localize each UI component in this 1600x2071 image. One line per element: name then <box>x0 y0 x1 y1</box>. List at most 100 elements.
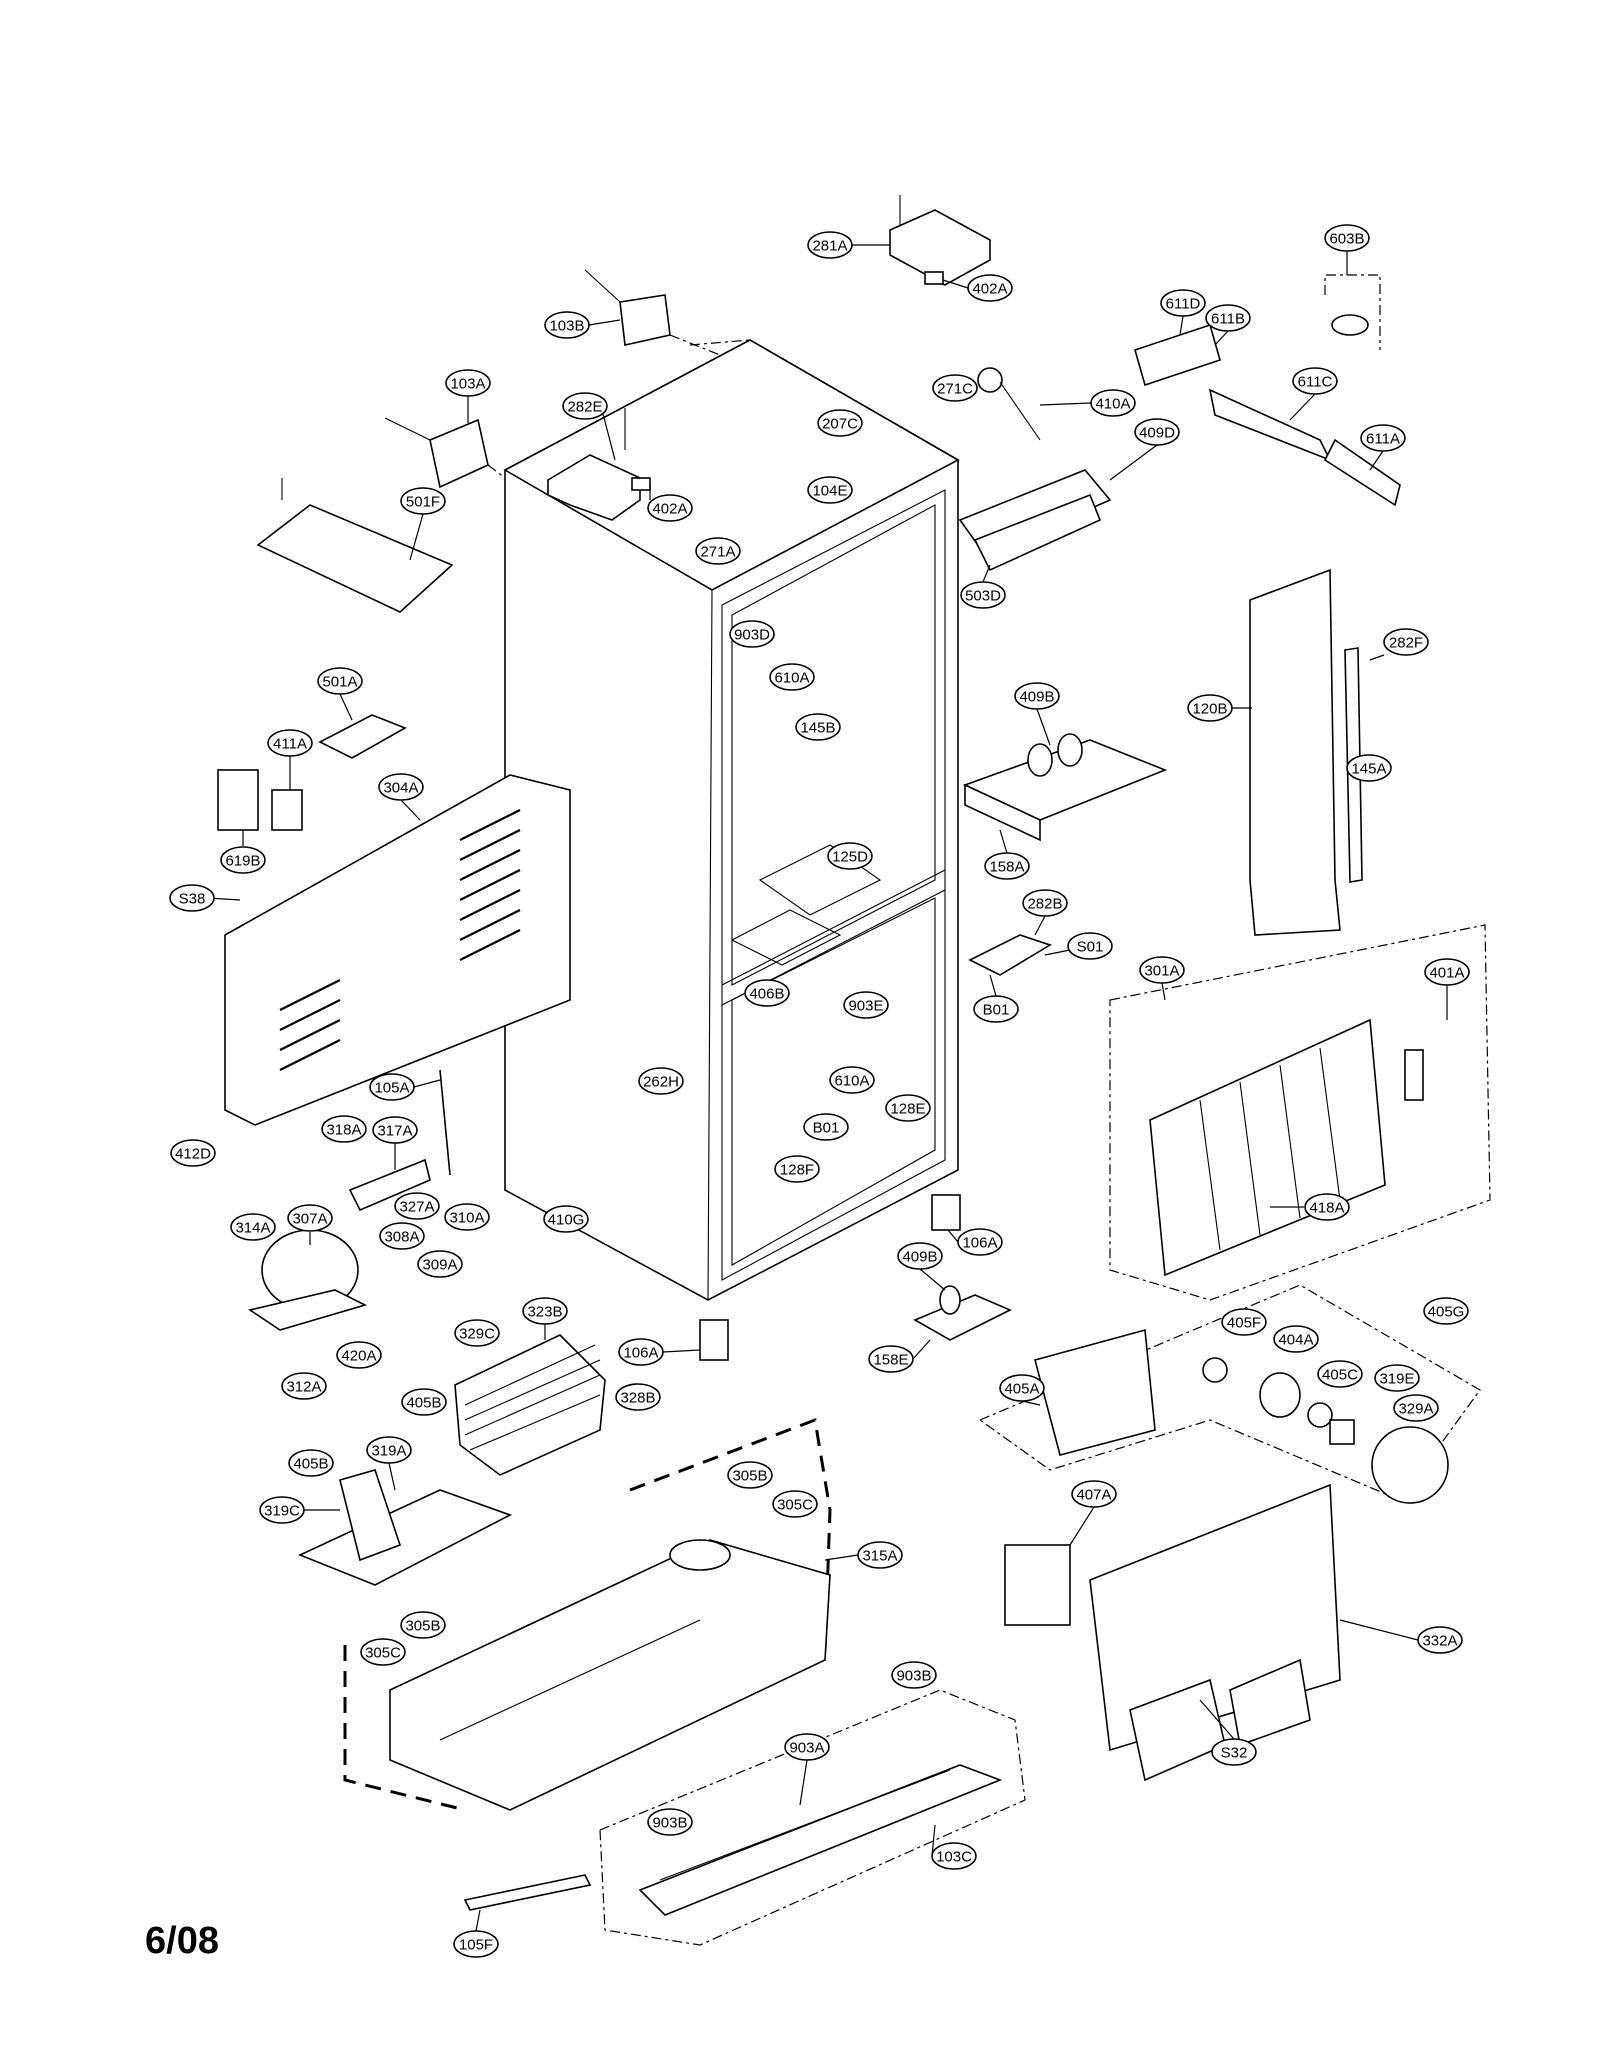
callout-text: 610A <box>834 1073 869 1090</box>
callout-103b: 103B <box>544 311 590 339</box>
callout-text: B01 <box>983 1002 1010 1019</box>
callout-ellipse <box>868 1345 914 1373</box>
callout-125d: 125D <box>827 842 873 870</box>
callout-128e: 128E <box>885 1094 931 1122</box>
callout-332a: 332A <box>1417 1626 1463 1654</box>
callout-ellipse <box>369 1073 415 1101</box>
callout-ellipse <box>618 1338 664 1366</box>
callout-501f: 501F <box>400 487 446 515</box>
callout-418a: 418A <box>1304 1193 1350 1221</box>
callout-ellipse <box>445 369 491 397</box>
callout-501a: 501A <box>317 667 363 695</box>
callout-ellipse <box>744 979 790 1007</box>
callout-ellipse <box>401 1388 447 1416</box>
callout-text: 120B <box>1192 701 1227 718</box>
callout-903e: 903E <box>843 991 889 1019</box>
tray-319a <box>297 1462 512 1586</box>
part-619b <box>217 769 259 846</box>
callout-310a: 310A <box>444 1203 490 1231</box>
callout-ellipse <box>827 842 873 870</box>
callout-text: 128E <box>890 1101 925 1118</box>
callout-305c: 305C <box>772 1490 818 1518</box>
strip-105f <box>463 1874 592 1932</box>
callout-410g: 410G <box>543 1205 589 1233</box>
callout-text: 411A <box>273 736 307 753</box>
callout-ellipse <box>379 1222 425 1250</box>
light-cover-409d <box>958 444 1158 583</box>
callout-305c: 305C <box>360 1638 406 1666</box>
callout-text: 305B <box>732 1468 767 1485</box>
callout-305b: 305B <box>727 1461 773 1489</box>
callout-ellipse <box>957 1228 1003 1256</box>
callout-405a: 405A <box>999 1374 1045 1402</box>
callout-ellipse <box>999 1374 1045 1402</box>
callout-145a: 145A <box>1346 754 1392 782</box>
callout-281a: 281A <box>807 231 853 259</box>
callout-420a: 420A <box>336 1341 382 1369</box>
callout-503d: 503D <box>960 581 1006 609</box>
callout-text: 128F <box>780 1162 814 1179</box>
callout-labels: 281A402A603B103B611D611B103A282E271C410A… <box>169 224 1470 1958</box>
callout-ellipse <box>1014 682 1060 710</box>
callout-text: 282F <box>1389 635 1423 652</box>
callout-text: 406B <box>749 986 784 1003</box>
callout-611d: 611D <box>1160 289 1206 317</box>
callout-ellipse <box>932 374 978 402</box>
callout-610a: 610A <box>829 1066 875 1094</box>
callout-406b: 406B <box>744 979 790 1007</box>
callout-104e: 104E <box>807 476 853 504</box>
callout-329a: 329A <box>1393 1394 1439 1422</box>
callout-text: 158E <box>873 1352 908 1369</box>
callout-text: 103B <box>549 318 584 335</box>
cover-103b <box>584 269 721 356</box>
callout-103c: 103C <box>931 1842 977 1870</box>
callout-ellipse <box>230 1213 276 1241</box>
callout-text: 262H <box>643 1074 679 1091</box>
callout-ellipse <box>729 620 775 648</box>
callout-ellipse <box>169 884 215 912</box>
callout-text: 610A <box>774 670 809 687</box>
callout-text: 903D <box>734 627 770 644</box>
callout-312a: 312A <box>281 1372 327 1400</box>
callout-ellipse <box>807 476 853 504</box>
callout-611c: 611C <box>1292 367 1338 395</box>
callout-903b: 903B <box>891 1661 937 1689</box>
callout-ellipse <box>1317 1360 1363 1388</box>
callout-ellipse <box>336 1341 382 1369</box>
callout-128f: 128F <box>774 1155 820 1183</box>
lamp-holder-158e <box>912 1268 1012 1360</box>
callout-103a: 103A <box>445 369 491 397</box>
tube-105a <box>413 1069 451 1176</box>
bracket-282b <box>968 915 1071 997</box>
part-603b <box>1324 251 1381 350</box>
callout-ellipse <box>1211 1738 1257 1766</box>
callout-text: 317A <box>377 1123 412 1140</box>
callout-s01: S01 <box>1067 932 1113 960</box>
callout-ellipse <box>444 1203 490 1231</box>
callout-text: 405B <box>406 1395 441 1412</box>
callout-ellipse <box>360 1638 406 1666</box>
page-code: 6/08 <box>145 1920 219 1962</box>
callout-text: 319A <box>371 1443 406 1460</box>
callout-text: 305C <box>777 1497 813 1514</box>
callout-411a: 411A <box>267 729 313 757</box>
callout-ellipse <box>647 1808 693 1836</box>
callout-271c: 271C <box>932 374 978 402</box>
callout-text: 145B <box>800 720 835 737</box>
callout-ellipse <box>400 487 446 515</box>
callout-ellipse <box>885 1094 931 1122</box>
callout-text: 418A <box>1309 1200 1344 1217</box>
callout-text: 409D <box>1139 425 1175 442</box>
callout-407a: 407A <box>1071 1480 1117 1508</box>
callout-ellipse <box>807 231 853 259</box>
callout-text: 503D <box>965 588 1001 605</box>
callout-text: 271C <box>937 381 973 398</box>
callout-304a: 304A <box>378 773 424 801</box>
callout-ellipse <box>931 1842 977 1870</box>
callout-282e: 282E <box>562 392 608 420</box>
callout-ellipse <box>1205 304 1251 332</box>
callout-s32: S32 <box>1211 1738 1257 1766</box>
callout-ellipse <box>267 729 313 757</box>
callout-610a: 610A <box>769 663 815 691</box>
